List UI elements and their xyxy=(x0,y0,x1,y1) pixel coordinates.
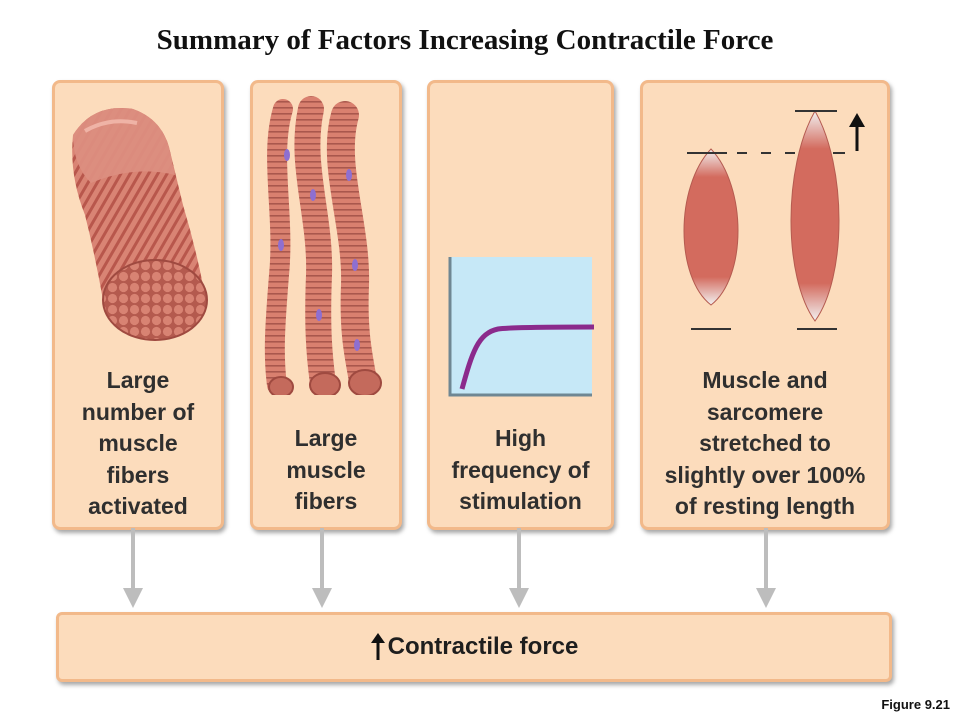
diagram-title: Summary of Factors Increasing Contractil… xyxy=(156,24,774,56)
panel-stretched-muscle: Muscle and sarcomere stretched to slight… xyxy=(640,80,890,530)
contractile-force-box: Contractile force xyxy=(56,612,892,682)
muscle-fibers-illustration xyxy=(264,96,382,395)
up-arrow-icon xyxy=(370,633,385,660)
panel-high-frequency: High frequency of stimulation xyxy=(427,80,614,530)
down-arrow-icon xyxy=(312,528,332,608)
panel-label: Muscle and sarcomere stretched to slight… xyxy=(664,367,866,519)
figure-number: Figure 9.21 xyxy=(881,697,950,712)
panel-label: High frequency of stimulation xyxy=(451,425,590,514)
panel-label: Large number of muscle fibers activated xyxy=(81,367,195,519)
contractile-force-label: Contractile force xyxy=(387,633,579,660)
muscle-bundle-illustration xyxy=(72,108,208,341)
stretched-muscles-illustration xyxy=(683,109,865,330)
down-arrow-icon xyxy=(123,528,143,608)
stimulation-graph-illustration xyxy=(448,257,594,397)
panel-large-number-of-fibers: Large number of muscle fibers activated xyxy=(52,80,224,530)
panel-label: Large muscle fibers xyxy=(286,425,366,514)
down-arrow-icon xyxy=(756,528,776,608)
down-arrow-icon xyxy=(509,528,529,608)
up-arrow-icon xyxy=(849,113,865,151)
panel-large-muscle-fibers: Large muscle fibers xyxy=(250,80,402,530)
